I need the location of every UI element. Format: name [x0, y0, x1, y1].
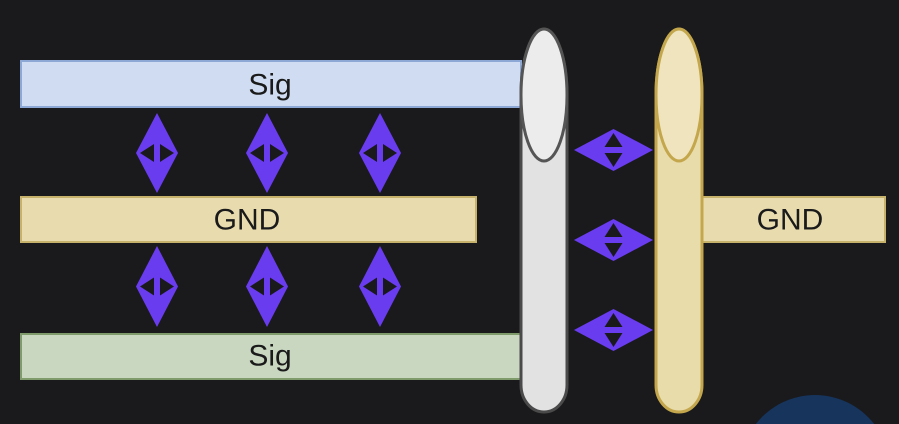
- double-arrow-icon: [359, 113, 401, 193]
- double-arrow-icon: [136, 246, 178, 327]
- layer-sig-top: Sig: [20, 60, 522, 108]
- ground-via: [654, 27, 704, 414]
- layer-gnd: GND: [20, 196, 477, 243]
- layer-gnd-right: GND: [699, 196, 886, 243]
- layer-gnd-right-label: GND: [757, 204, 824, 237]
- double-arrow-icon: [574, 129, 653, 171]
- layer-sig-bottom: Sig: [20, 333, 522, 380]
- double-arrow-icon: [574, 309, 653, 351]
- double-arrow-icon: [359, 246, 401, 327]
- globe-icon: [755, 395, 875, 424]
- signal-via: [519, 27, 569, 414]
- double-arrow-icon: [246, 246, 288, 327]
- double-arrow-icon: [136, 113, 178, 193]
- coupling-arrows: [136, 113, 653, 351]
- double-arrow-icon: [246, 113, 288, 193]
- double-arrow-icon: [574, 219, 653, 261]
- layer-sig-bottom-label: Sig: [248, 340, 291, 373]
- layer-gnd-label: GND: [214, 204, 281, 237]
- layer-sig-top-label: Sig: [248, 69, 291, 102]
